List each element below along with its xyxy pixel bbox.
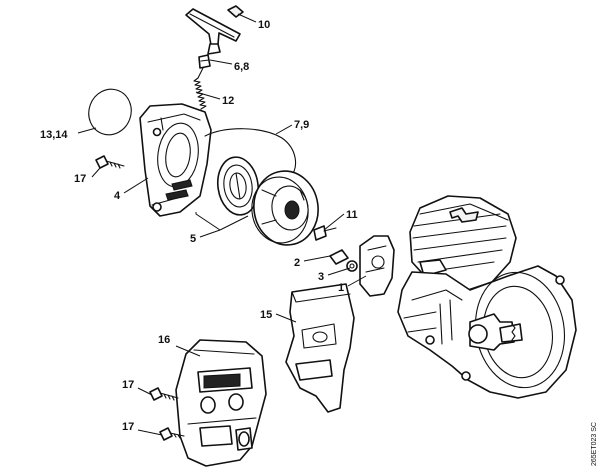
rotor-screw <box>313 225 337 241</box>
spring-washer-3 <box>346 260 358 272</box>
ignition-module <box>359 235 395 297</box>
rope-rotor <box>251 170 319 246</box>
gasket-ring <box>88 88 132 136</box>
reference-code: 265ET023 SC <box>591 422 598 466</box>
callout-3: 3 <box>318 271 324 283</box>
callout-13-14: 13,14 <box>40 129 68 141</box>
rewind-spring <box>216 156 260 216</box>
callout-4: 4 <box>114 190 121 202</box>
fan-housing <box>139 103 212 217</box>
callout-15: 15 <box>260 309 272 321</box>
callout-17-top: 17 <box>74 173 86 185</box>
callout-17-bottom: 17 <box>122 421 134 433</box>
starter-grip <box>185 8 241 55</box>
callout-10: 10 <box>258 19 270 31</box>
rope-guide-bushing <box>197 54 211 79</box>
callout-6-8: 6,8 <box>234 61 249 73</box>
callout-17-mid: 17 <box>122 379 134 391</box>
callout-7-9: 7,9 <box>294 119 309 131</box>
heat-shield <box>285 283 355 413</box>
callout-5: 5 <box>190 233 196 245</box>
screw-17-mid <box>149 387 179 401</box>
callout-2: 2 <box>294 257 300 269</box>
fitting-2 <box>329 249 349 265</box>
crankcase <box>397 265 577 399</box>
callout-16: 16 <box>158 334 170 346</box>
callout-11: 11 <box>346 209 358 221</box>
callout-12: 12 <box>222 95 234 107</box>
screw-17-top <box>95 155 125 169</box>
starter-rope <box>204 128 297 179</box>
callout-1: 1 <box>338 282 344 294</box>
leader-lines <box>77 13 367 436</box>
muffler <box>175 339 267 467</box>
engine-cylinder <box>409 195 517 293</box>
screw-17-bottom <box>159 427 185 441</box>
